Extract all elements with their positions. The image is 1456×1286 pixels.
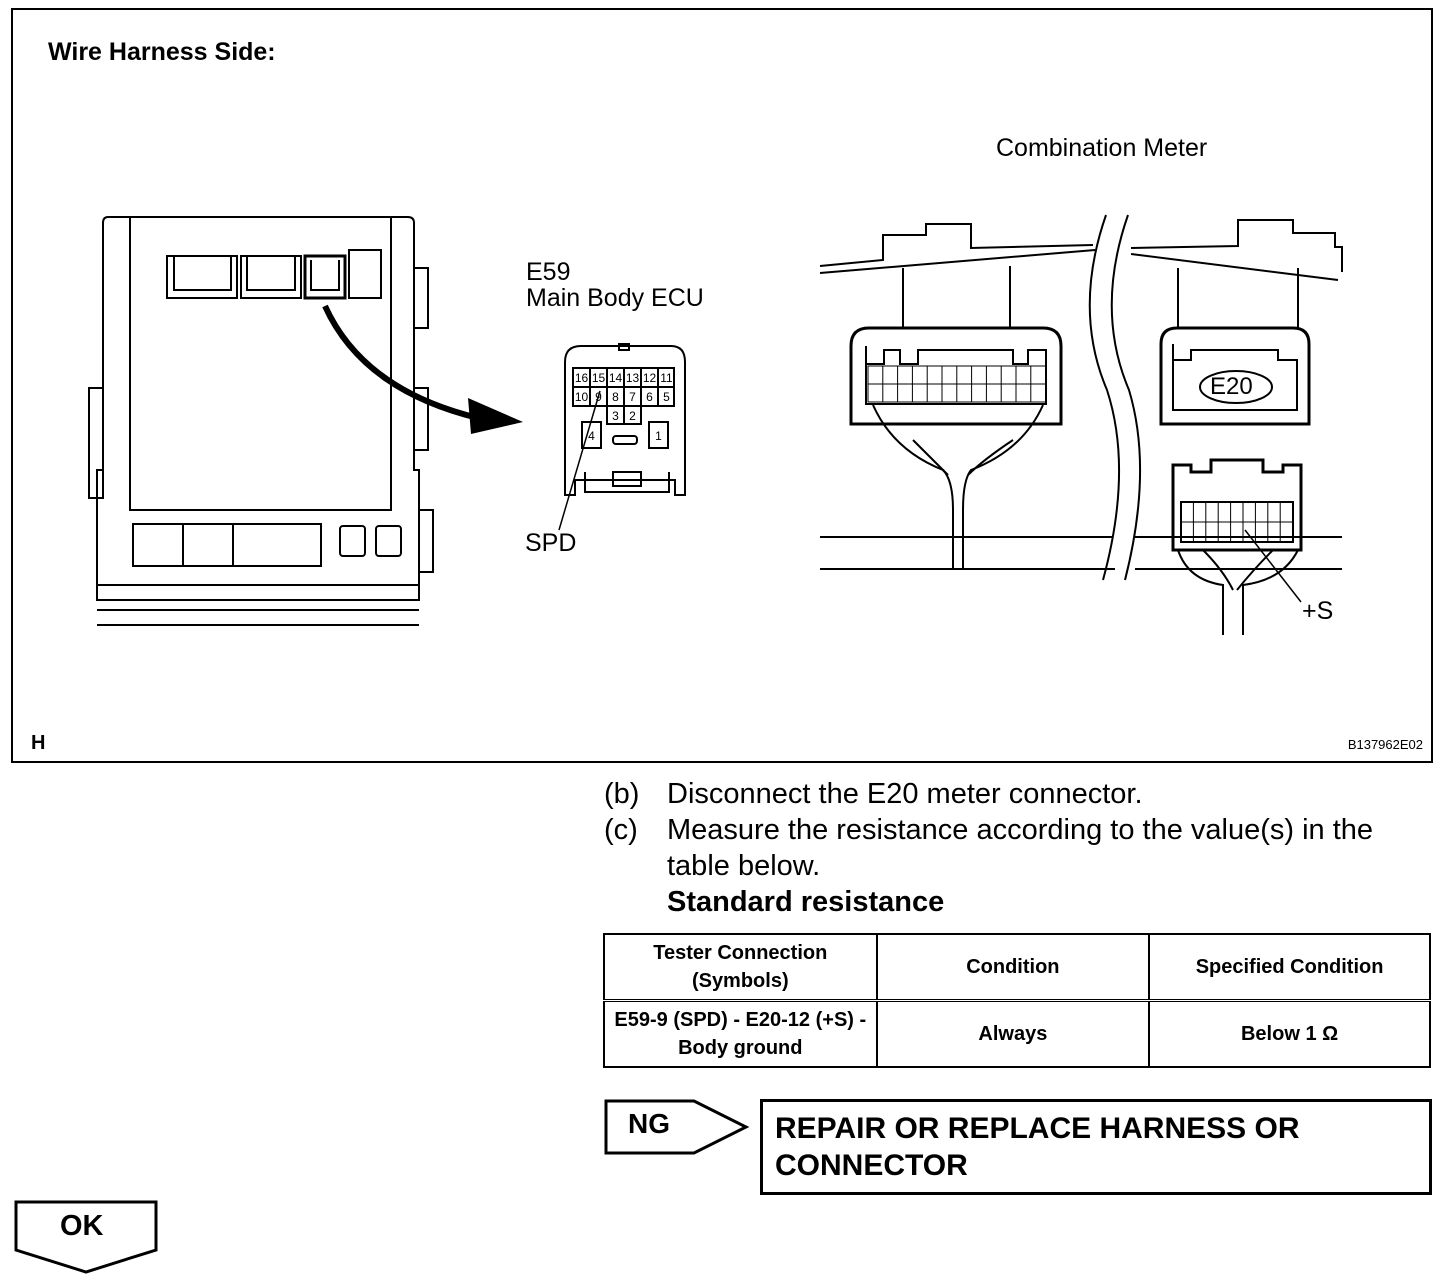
ok-arrow-tag[interactable] xyxy=(14,1200,160,1276)
e59-connector-name: Main Body ECU xyxy=(526,284,704,312)
e59-pin-15: 15 xyxy=(592,371,606,385)
e59-connector-id: E59 xyxy=(526,258,571,286)
step-c-text: Measure the resistance according to the … xyxy=(667,814,1374,882)
ng-result-box: REPAIR OR REPLACE HARNESS OR CONNECTOR xyxy=(760,1099,1432,1195)
e59-pin-12: 12 xyxy=(643,371,657,385)
e59-pin-10: 10 xyxy=(575,390,589,404)
step-c: (c) Measure the resistance according to … xyxy=(604,812,1434,884)
e59-pin-5: 5 xyxy=(663,390,670,404)
step-b: (b) Disconnect the E20 meter connector. xyxy=(604,776,1434,812)
e59-pin-3: 3 xyxy=(612,409,619,423)
cell-condition: Always xyxy=(875,999,1151,1068)
ng-arrow-tag[interactable] xyxy=(604,1099,754,1159)
figure-code: B137962E02 xyxy=(1347,737,1423,752)
step-c-mark: (c) xyxy=(604,814,638,846)
cell-tester-connection: E59-9 (SPD) - E20-12 (+S) - Body ground xyxy=(603,999,878,1068)
ok-label: OK xyxy=(60,1210,104,1242)
combination-meter-label: Combination Meter xyxy=(996,134,1208,162)
e59-pin-16: 16 xyxy=(575,371,589,385)
figure-corner-mark: H xyxy=(31,732,46,754)
e59-pin-6: 6 xyxy=(646,390,653,404)
e59-pin-4: 4 xyxy=(588,429,595,443)
e59-pin-2: 2 xyxy=(629,409,636,423)
cell-specified-condition: Below 1 Ω xyxy=(1148,999,1431,1068)
combination-meter-drawing xyxy=(819,214,1343,635)
e59-pin-1: 1 xyxy=(655,429,662,443)
header-tester-connection: Tester Connection (Symbols) xyxy=(603,933,878,1002)
step-b-text: Disconnect the E20 meter connector. xyxy=(667,778,1143,810)
e59-pin-9: 9 xyxy=(595,390,602,404)
standard-resistance-label: Standard resistance xyxy=(667,886,945,918)
header-specified-condition: Specified Condition xyxy=(1148,933,1431,1002)
spd-label: SPD xyxy=(525,529,577,557)
e59-pin-8: 8 xyxy=(612,390,619,404)
ng-result-text: REPAIR OR REPLACE HARNESS OR CONNECTOR xyxy=(775,1112,1300,1182)
e59-pin-7: 7 xyxy=(629,390,636,404)
arrow-head xyxy=(468,398,523,434)
wiring-figure: Wire Harness Side: xyxy=(11,8,1433,763)
resistance-table: Tester Connection (Symbols) Condition Sp… xyxy=(603,933,1431,1068)
ecu-body-drawing xyxy=(88,216,434,626)
e59-pin-11: 11 xyxy=(660,371,673,385)
table-header-row: Tester Connection (Symbols) Condition Sp… xyxy=(603,933,1431,1002)
table-row: E59-9 (SPD) - E20-12 (+S) - Body ground … xyxy=(603,999,1431,1068)
e59-pin-14: 14 xyxy=(609,371,623,385)
figure-title: Wire Harness Side: xyxy=(48,38,276,66)
step-b-mark: (b) xyxy=(604,778,640,810)
ng-label: NG xyxy=(628,1108,670,1139)
e59-pin-13: 13 xyxy=(626,371,640,385)
e59-connector-drawing xyxy=(558,343,686,531)
header-condition: Condition xyxy=(875,933,1151,1002)
plus-s-label: +S xyxy=(1302,597,1334,625)
e20-connector-id: E20 xyxy=(1210,373,1253,400)
pointer-arrow xyxy=(322,304,479,421)
procedure-steps: (b) Disconnect the E20 meter connector. … xyxy=(604,776,1434,920)
